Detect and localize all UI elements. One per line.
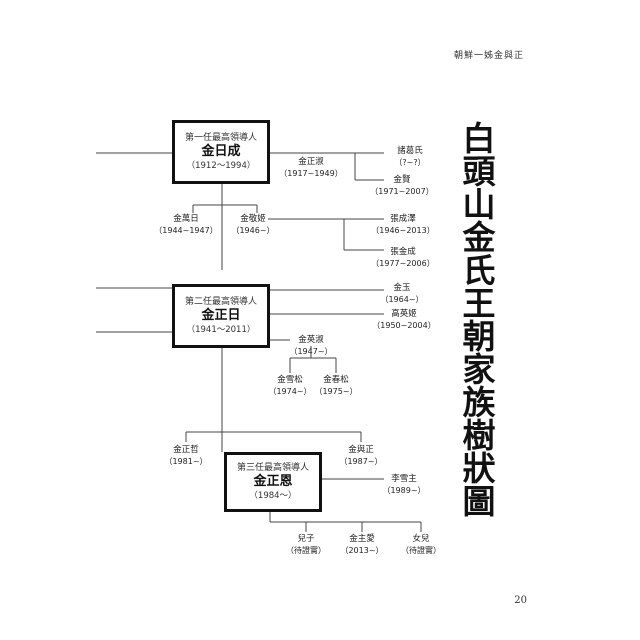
person-years: （1981~） — [164, 457, 208, 466]
leader-rank: 第三任最高領導人 — [236, 463, 309, 473]
title-glyph: 金 — [462, 218, 496, 257]
title-glyph: 氏 — [462, 251, 496, 290]
leader-years: （1912～1994） — [186, 161, 256, 171]
person-years: （?~?） — [394, 158, 426, 167]
person-kim-hyon: 金賢 （1971~2007） — [362, 175, 442, 197]
person-jang-song-thaek: 張成澤 （1946~2013） — [363, 214, 443, 236]
person-years: （1975~） — [314, 387, 358, 396]
person-years: （1950~2004） — [372, 321, 436, 330]
page-number: 20 — [514, 595, 527, 606]
person-name: 金萬日 — [173, 214, 199, 224]
title-glyph: 王 — [462, 284, 496, 323]
leader-name: 金正日 — [201, 308, 241, 323]
person-years: （1946~） — [231, 226, 275, 235]
person-name: 金雪松 — [277, 375, 303, 385]
leader-years: （1984～） — [249, 491, 297, 501]
person-name: 金正淑 — [298, 157, 324, 167]
person-kim-ok: 金玉 （1964~） — [362, 283, 442, 305]
person-kim-ju-ae: 金主愛 （2013~） — [322, 534, 402, 556]
person-years: （1964~） — [380, 295, 424, 304]
title-glyph: 白 — [462, 119, 496, 158]
leader-name: 金正恩 — [253, 474, 293, 489]
person-daughter: 女兒 （待證實） — [381, 534, 461, 556]
title-glyph: 狀 — [462, 449, 496, 488]
person-name: 兒子 — [297, 534, 315, 544]
title-glyph: 圖 — [462, 482, 496, 521]
person-ko-yong-hui: 高英姬 （1950~2004） — [364, 309, 444, 331]
leader-box-first: 第一任最高領導人 金日成 （1912～1994） — [172, 120, 270, 184]
person-kim-yo-jong: 金與正 （1987~） — [321, 445, 401, 467]
person-name: 金與正 — [348, 445, 374, 455]
leader-box-third: 第三任最高領導人 金正恩 （1984～） — [224, 452, 322, 512]
person-name: 張成澤 — [390, 214, 416, 224]
leader-box-second: 第二任最高領導人 金正日 （1941～2011） — [172, 284, 270, 348]
vertical-page-title: 白頭山金氏王朝家族樹狀圖 — [456, 122, 502, 518]
person-years: （1917~1949） — [279, 169, 343, 178]
person-kim-jong-chol: 金正哲 （1981~） — [146, 445, 226, 467]
person-ri-sol-ju: 李雪主 （1989~） — [364, 474, 444, 496]
title-glyph: 頭 — [462, 152, 496, 191]
running-header: 朝鮮一姊金與正 — [453, 51, 524, 61]
person-name: 女兒 — [412, 534, 430, 544]
leader-rank: 第一任最高領導人 — [184, 133, 257, 143]
title-glyph: 樹 — [462, 416, 496, 455]
person-years: （1974~） — [268, 387, 312, 396]
title-glyph: 族 — [462, 383, 496, 422]
person-name: 高英姬 — [391, 309, 417, 319]
person-kim-sol-song: 金雪松 （1974~） — [250, 375, 330, 397]
person-years: （1977~2006） — [371, 259, 435, 268]
person-name: 金英淑 — [298, 335, 324, 345]
person-jang-kum-song: 張金成 （1977~2006） — [363, 247, 443, 269]
title-glyph: 山 — [462, 185, 496, 224]
person-years: （1946~2013） — [371, 226, 435, 235]
person-name: 金賢 — [393, 175, 411, 185]
person-years: （1989~） — [382, 486, 426, 495]
person-name: 金敬姬 — [240, 214, 266, 224]
person-years: （待證實） — [401, 546, 441, 555]
person-kim-chun-song: 金春松 （1975~） — [296, 375, 376, 397]
person-kim-kyong-hui: 金敬姬 （1946~） — [213, 214, 293, 236]
person-kim-man-il: 金萬日 （1944~1947） — [146, 214, 226, 236]
leader-years: （1941～2011） — [186, 325, 256, 335]
person-years: （1944~1947） — [154, 226, 218, 235]
title-glyph: 朝 — [462, 317, 496, 356]
person-name: 金玉 — [393, 283, 411, 293]
person-years: （1987~） — [339, 457, 383, 466]
person-years: （1947~） — [289, 347, 333, 356]
title-glyph: 家 — [462, 350, 496, 389]
person-name: 張金成 — [390, 247, 416, 257]
person-name: 金春松 — [323, 375, 349, 385]
person-kim-jong-suk: 金正淑 （1917~1949） — [271, 157, 351, 179]
person-years: （待證實） — [286, 546, 326, 555]
person-name: 李雪主 — [391, 474, 417, 484]
leader-rank: 第二任最高領導人 — [184, 297, 257, 307]
person-son: 兒子 （待證實） — [266, 534, 346, 556]
person-name: 諸葛氏 — [397, 146, 423, 156]
person-kim-yong-suk: 金英淑 （1947~） — [271, 335, 351, 357]
person-name: 金正哲 — [173, 445, 199, 455]
person-years: （1971~2007） — [370, 187, 434, 196]
person-years: （2013~） — [340, 546, 384, 555]
leader-name: 金日成 — [201, 144, 241, 159]
person-name: 金主愛 — [349, 534, 375, 544]
person-zhugeshi: 諸葛氏 （?~?） — [370, 146, 450, 168]
